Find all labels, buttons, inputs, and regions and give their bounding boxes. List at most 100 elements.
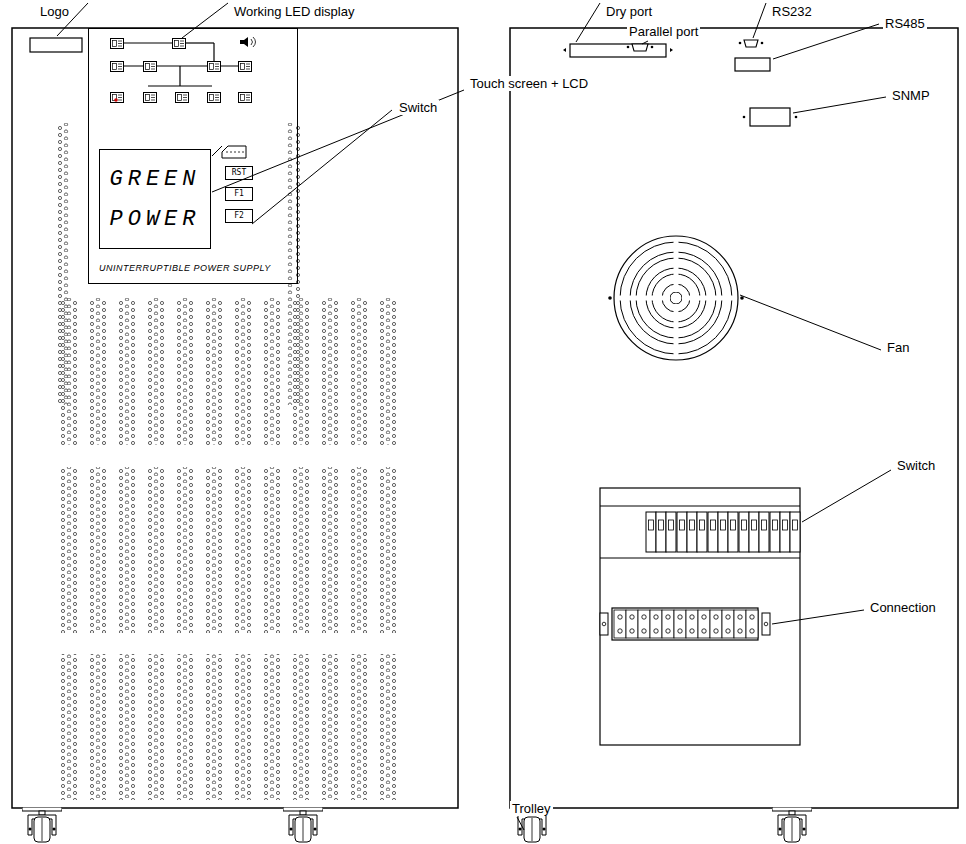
logo-plate [30,38,82,52]
control-panel: UNINTERRUPTIBLE POWER SUPPLY GREEN POWER R… [88,28,298,284]
terminal-screw [642,615,646,619]
terminal-screw [618,615,622,619]
terminal-screw [714,615,718,619]
rs232-connector [744,40,758,47]
breaker [790,512,800,552]
terminal-screw [666,615,670,619]
terminal-cell [650,610,662,638]
terminal-screw [690,629,694,633]
leader-lines [57,3,891,830]
breaker [677,512,687,552]
breaker-toggle [669,520,674,530]
breaker-toggle [659,520,664,530]
key-button: RST [225,166,253,180]
breaker [666,512,676,552]
key-button-text: F1 [226,188,252,200]
terminal-cell [614,610,626,638]
lcd-screen-text: GREEN POWER [105,160,205,240]
terminal-screw [738,615,742,619]
terminal-cell [674,610,686,638]
terminal-screw [726,615,730,619]
breaker-toggle [742,520,747,530]
key-button-text: RST [226,167,252,179]
terminal-screw [690,615,694,619]
terminal-screw [630,629,634,633]
fan-grille [608,236,744,360]
callout-label: Trolley [510,801,553,816]
breaker [687,512,697,552]
terminal-screw [702,629,706,633]
terminal-screw [654,629,658,633]
key-button-text: F2 [226,210,252,222]
breaker [770,512,780,552]
terminal-screw [642,629,646,633]
control-panel-text: UNINTERRUPTIBLE POWER SUPPLY [99,263,271,273]
breaker [718,512,728,552]
breaker-toggle [649,520,654,530]
callout-label: Dry port [604,4,654,19]
terminal-screw [678,615,682,619]
terminal-cell [686,610,698,638]
breaker [759,512,769,552]
back-cabinet [510,28,958,808]
terminal-cell [638,610,650,638]
trolley-wheels [22,807,812,842]
terminal-screw [750,629,754,633]
breaker [749,512,759,552]
breaker-toggle [783,520,788,530]
callout-label: RS232 [770,4,814,19]
callout-label: Logo [38,4,71,19]
front-cabinet [12,28,458,808]
lcd-screen: GREEN POWER [99,149,211,249]
breaker-toggle [793,520,798,530]
terminal-screw [714,629,718,633]
terminal-screw [702,615,706,619]
callout-label: Switch [397,100,439,115]
callout-label: Connection [868,600,938,615]
terminal-screw [630,615,634,619]
breaker-toggle [752,520,757,530]
breaker [656,512,666,552]
terminal-cell [734,610,746,638]
terminal-cell [710,610,722,638]
terminal-screw [666,629,670,633]
callout-label: Working LED display [232,4,356,19]
led-display [111,37,256,158]
breaker-toggle [690,520,695,530]
callout-label: Fan [885,340,911,355]
terminal-screw [678,629,682,633]
breaker-toggle [700,520,705,530]
callout-label: Touch screen + LCD [468,76,590,91]
terminal-cell [626,610,638,638]
vent-grid [52,298,406,445]
breaker-toggle [721,520,726,530]
breaker [780,512,790,552]
callout-label: SNMP [890,88,932,103]
key-button: F1 [225,187,253,201]
breaker-toggle [680,520,685,530]
terminal-screw [738,629,742,633]
vent-grid [52,467,406,633]
rs485-port [735,58,770,71]
parallel-connector [632,44,648,51]
snmp-slot [750,108,790,126]
callout-label: RS485 [883,16,927,31]
breaker [728,512,738,552]
key-button: F2 [225,209,253,223]
breaker-switches [646,512,800,552]
terminal-screw [726,629,730,633]
breaker [646,512,656,552]
callout-label: Parallel port [627,24,700,39]
breaker [697,512,707,552]
terminal-screw [654,615,658,619]
breaker-panel [600,488,800,745]
terminal-block [600,608,770,640]
terminal-cell [722,610,734,638]
breaker-toggle [731,520,736,530]
terminal-cell [662,610,674,638]
vent-grid [52,654,406,800]
terminal-cell [698,610,710,638]
breaker-toggle [773,520,778,530]
